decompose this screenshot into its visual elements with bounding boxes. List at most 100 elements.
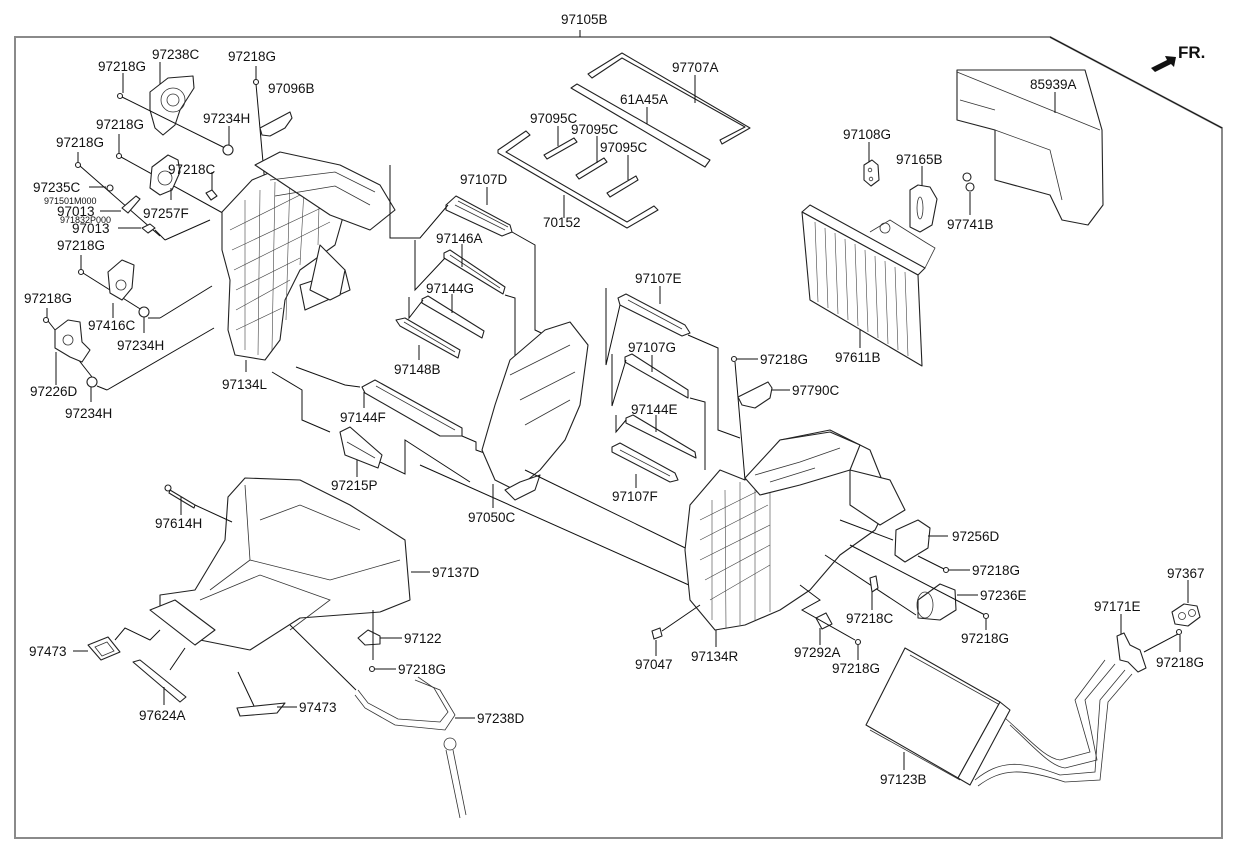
label-97624A: 97624A: [139, 708, 186, 723]
label-97047: 97047: [635, 657, 673, 672]
label-97236E: 97236E: [980, 588, 1027, 603]
grommet-97367: [1171, 603, 1201, 627]
label-97218G-e: 97218G: [57, 238, 105, 253]
actuator-97238C: [149, 75, 195, 136]
nut-97047: [651, 627, 663, 640]
bracket-97171E: [1116, 632, 1147, 673]
label-97148B: 97148B: [394, 362, 441, 377]
label-97096B: 97096B: [268, 81, 315, 96]
label-97218G-h: 97218G: [972, 563, 1020, 578]
bracket-97096B: [259, 111, 293, 137]
screw-97218G: [942, 566, 950, 574]
label-97215P: 97215P: [331, 478, 378, 493]
label-97473-a: 97473: [29, 644, 67, 659]
clip-97741B: [962, 172, 975, 192]
actuator-97257F: [149, 154, 181, 196]
label-97218G-b: 97218G: [228, 49, 276, 64]
screw-97218G: [42, 316, 50, 324]
front-direction-arrow-icon: [1151, 56, 1176, 72]
door-97107G: [624, 353, 689, 399]
gasket-97473-b: [236, 702, 286, 717]
door-97148B: [395, 317, 461, 359]
label-97095C-b: 97095C: [571, 122, 619, 137]
clip-97218C: [869, 575, 879, 593]
bracket-97790C: [737, 381, 773, 409]
case-97134R: [684, 429, 906, 631]
label-97234H-b: 97234H: [117, 338, 164, 353]
label-97107G: 97107G: [628, 340, 676, 355]
grommet-97165B: [909, 184, 938, 233]
clip-97234H: [86, 376, 98, 388]
door-97144F: [361, 379, 463, 437]
label-97292A: 97292A: [794, 645, 841, 660]
label-97144G: 97144G: [426, 281, 474, 296]
strip-97095C: [543, 137, 578, 160]
label-70152: 70152: [543, 215, 581, 230]
label-97122: 97122: [404, 631, 442, 646]
label-97144F: 97144F: [340, 410, 386, 425]
gasket-97473: [87, 636, 121, 661]
grommet-97108G: [863, 159, 880, 187]
case-97137D: [149, 477, 411, 651]
case-97134L: [221, 151, 396, 361]
label-97107E: 97107E: [635, 271, 682, 286]
door-97107F: [611, 442, 679, 483]
label-97218G-j: 97218G: [832, 661, 880, 676]
label-97218C-a: 97218C: [168, 162, 216, 177]
actuator-97256D: [894, 519, 931, 563]
label-97134R: 97134R: [691, 649, 739, 664]
label-97707A: 97707A: [672, 60, 719, 75]
lever-97013: [121, 195, 141, 214]
label-97123B: 97123B: [880, 772, 927, 787]
heater-core-97123B: [865, 647, 1133, 787]
strip-97095C: [575, 157, 608, 180]
seal-97707A: [587, 52, 751, 145]
screw-97218G: [116, 92, 124, 100]
label-97234H-c: 97234H: [65, 406, 112, 421]
washer-97235C: [106, 184, 114, 192]
screw-97218G: [1175, 628, 1183, 636]
clip-97218C: [205, 189, 218, 201]
label-97144E: 97144E: [631, 402, 678, 417]
label-97218G-d: 97218G: [56, 135, 104, 150]
actuator-97416C: [107, 259, 135, 301]
label-97013-b: 97013: [72, 221, 110, 236]
label-97238C: 97238C: [152, 47, 200, 62]
door-97107D: [445, 195, 513, 237]
label-97367: 97367: [1167, 566, 1205, 581]
label-97171E: 97171E: [1094, 599, 1141, 614]
door-97146A: [443, 249, 506, 295]
label-97235C: 97235C: [33, 180, 81, 195]
door-97144E: [625, 414, 697, 459]
label-97257F: 97257F: [143, 206, 189, 221]
label-97013-a: 97013: [57, 204, 95, 219]
screw-97218G: [854, 638, 862, 646]
actuator-97226D: [54, 319, 91, 363]
label-97238D: 97238D: [477, 711, 525, 726]
link-97013: [141, 223, 156, 234]
gasket-97624A: [132, 659, 187, 703]
label-97134L: 97134L: [222, 377, 268, 392]
label-97218G-c: 97218G: [96, 117, 144, 132]
strip-97095C: [606, 175, 639, 198]
screw-97218G: [982, 612, 990, 620]
screw-97218G: [252, 78, 260, 86]
assembly-label: 97105B: [561, 12, 608, 27]
drain-hose-97238D: [354, 676, 467, 819]
front-direction-indicator: FR.: [1151, 43, 1205, 72]
seal-70152: [497, 130, 659, 229]
label-97790C: 97790C: [792, 383, 840, 398]
door-97144G: [421, 295, 485, 339]
actuator-97236E: [916, 583, 957, 621]
door-97107E: [617, 293, 691, 337]
label-97165B: 97165B: [896, 152, 943, 167]
label-97095C-a: 97095C: [530, 111, 578, 126]
label-97108G: 97108G: [843, 127, 891, 142]
frame-diagonal: [1049, 36, 1223, 129]
duct-97050C: [481, 321, 589, 501]
label-97741B: 97741B: [947, 217, 994, 232]
label-97218C-b: 97218C: [846, 611, 894, 626]
label-97050C: 97050C: [468, 510, 516, 525]
label-97473-b: 97473: [299, 700, 337, 715]
label-97107F: 97107F: [612, 489, 658, 504]
